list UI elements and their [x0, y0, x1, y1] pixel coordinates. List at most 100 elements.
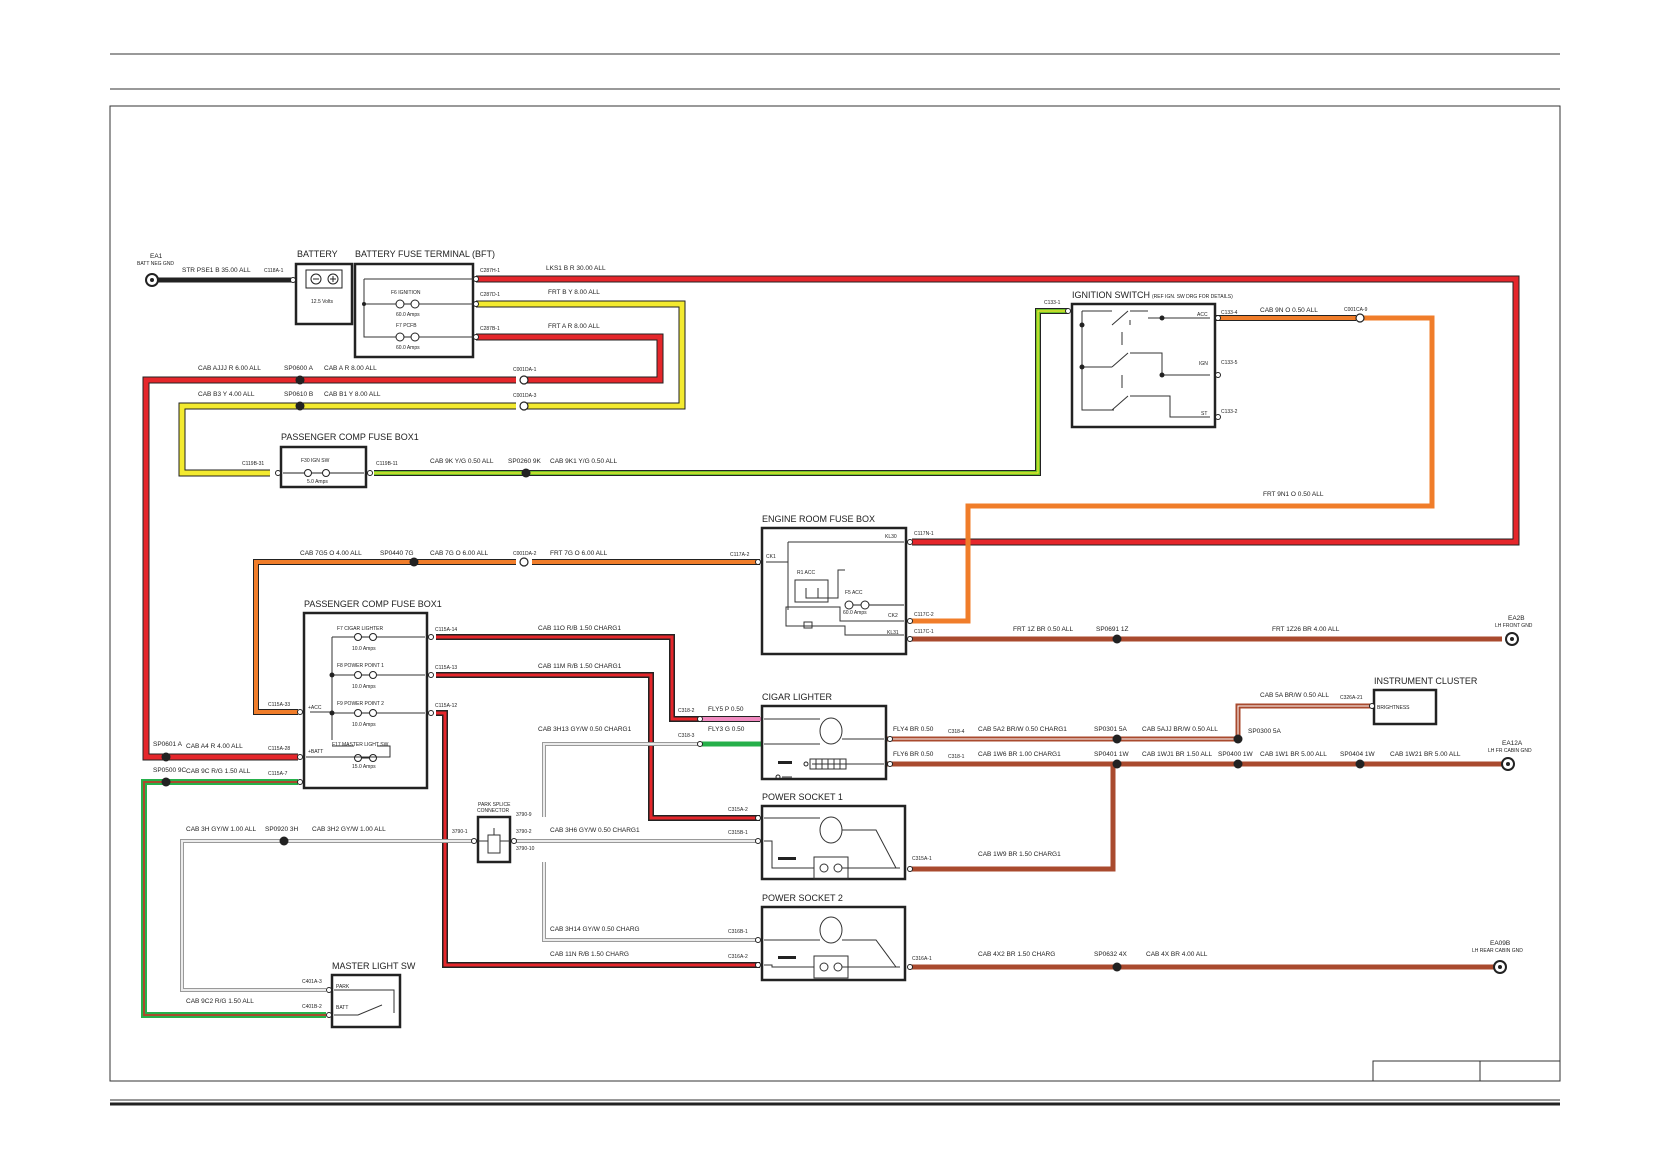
wire-label-w27: CAB 11N R/B 1.50 CHARG: [550, 951, 629, 958]
splice-labels: SP0600 A SP0610 B SP0260 9K SP0440 7G SP…: [153, 365, 1376, 958]
wire-label-w5a: CAB AJJJ R 6.00 ALL: [198, 365, 261, 372]
power-socket-2-icon: [764, 916, 900, 979]
fuse-f7-cigar-label: F7 CIGAR LIGHTER: [337, 626, 384, 632]
wire-label-w13: CAB 11M R/B 1.50 CHARG1: [538, 663, 622, 670]
erfb-kl31: KL31: [887, 630, 899, 636]
wire-label-w16: FLY3 G 0.50: [708, 726, 745, 733]
connector-label-c316b1: C316B-1: [728, 929, 748, 935]
wire-label-w6b: CAB B1 Y 8.00 ALL: [324, 391, 381, 398]
master-switch-batt: BATT: [336, 1005, 348, 1011]
splice-label-sp0400: SP0400 1W: [1218, 751, 1254, 758]
pcfb-main-title: PASSENGER COMP FUSE BOX1: [304, 599, 442, 609]
diagram-frame: [109, 105, 1561, 1082]
wire-1w9-brown: [908, 764, 1116, 872]
fuse-f30-label: F30 IGN SW: [301, 458, 330, 464]
connector-label-c115a13: C115A-13: [435, 665, 457, 671]
wire-9c-rg: [141, 779, 326, 1018]
connector-label-c001da3: C001DA-3: [513, 393, 537, 399]
battery-title: BATTERY: [297, 249, 338, 259]
connector-label-c318-2: C318-2: [678, 708, 695, 714]
connector-label-c315a2: C315A-2: [728, 807, 748, 813]
ground-ea1-id: EA1: [150, 253, 163, 260]
wire-label-w4: FRT A R 8.00 ALL: [548, 323, 600, 330]
connector-label-c287b1: C287B-1: [480, 326, 500, 332]
wire-label-w10b: CAB 7G O 6.00 ALL: [430, 550, 489, 557]
connector-label-c326a21: C326A-21: [1340, 695, 1363, 701]
wire-label-w20a: CAB 1W6 BR 1.00 CHARG1: [978, 751, 1061, 758]
wire-label-w17: FLY4 BR 0.50: [893, 726, 934, 733]
fuse-f9-label: F9 POWER POINT 2: [337, 701, 384, 707]
master-switch-contact: [334, 989, 395, 1016]
ignition-switch-box: [1070, 302, 1217, 429]
connector-label-c119b31: C119B-31: [242, 461, 264, 467]
connector-label-c401b2: C401B-2: [302, 1004, 322, 1010]
engine-room-fuse-box: [760, 526, 908, 656]
connector-label-c117n1: C117N-1: [914, 531, 934, 537]
pcfb-top-box: [279, 445, 368, 489]
fuse-f7-icon: [395, 332, 420, 342]
wire-label-w10c: FRT 7G O 6.00 ALL: [550, 550, 608, 557]
wire-label-w23a: CAB 3H GY/W 1.00 ALL: [186, 826, 256, 833]
connector-label-3790-2: 3790-2: [516, 829, 532, 835]
inline-connector-c001da1: [519, 375, 529, 385]
wire-3h-gray: [180, 839, 472, 992]
wire-label-w19a: CAB 5A2 BR/W 0.50 CHARG1: [978, 726, 1067, 733]
pcfb-top-title: PASSENGER COMP FUSE BOX1: [281, 432, 419, 442]
ign-acc-label: ACC: [1197, 312, 1208, 318]
splice-points: [161, 375, 1365, 972]
wire-labels: STR PSE1 B 35.00 ALL LKS1 B R 30.00 ALL …: [182, 265, 1461, 1005]
erfb-kl30: KL30: [885, 534, 897, 540]
wire-label-w18: FLY6 BR 0.50: [893, 751, 934, 758]
connector-label-c316a2: C316A-2: [728, 954, 748, 960]
connector-label-c001da2: C001DA-2: [513, 551, 537, 557]
fuse-f17-amps: 15.0 Amps: [352, 764, 376, 770]
title-block: [1372, 1060, 1561, 1082]
ign-st-label: ST: [1201, 411, 1207, 417]
instrument-cluster-brightness: BRIGHTNESS: [1377, 705, 1410, 711]
connector-label-c133-4: C133-4: [1221, 310, 1238, 316]
connector-label-c117a2: C117A-2: [730, 552, 750, 558]
connector-label-c117c1: C117C-1: [914, 629, 934, 635]
battery-voltage: 12.5 Volts: [311, 299, 333, 305]
fuse-f5-label: F5 ACC: [845, 590, 863, 596]
pcfb-batt-label: +BATT: [308, 749, 323, 755]
fuse-f8-amps: 10.0 Amps: [352, 684, 376, 690]
connector-label-3790-10: 3790-10: [516, 846, 535, 852]
wire-label-w3: FRT B Y 8.00 ALL: [548, 289, 600, 296]
connector-label-c133-1: C133-1: [1044, 300, 1061, 306]
connector-labels: C118A-1 C287H-1 C287D-1 C287B-1 C001DA-1…: [242, 268, 1368, 1010]
master-switch-park: PARK: [336, 984, 350, 990]
connector-label-c401a3: C401A-3: [302, 979, 322, 985]
ignition-switch-title: IGNITION SWITCH: [1072, 290, 1150, 300]
ignition-switch-note: (REF IGN. SW DRG FOR DETAILS): [1152, 294, 1233, 300]
fuse-f9-amps: 10.0 Amps: [352, 722, 376, 728]
connector-label-c316a1: C316A-1: [912, 956, 932, 962]
connector-label-3790-9: 3790-9: [516, 812, 532, 818]
connector-label-c001da1: C001DA-1: [513, 367, 537, 373]
master-light-switch-box: [330, 973, 402, 1029]
wire-label-w28a: CAB 4X2 BR 1.50 CHARG: [978, 951, 1055, 958]
connector-label-c287d1: C287D-1: [480, 292, 500, 298]
erfb-ck1: CK1: [766, 554, 776, 560]
connector-label-c119b11: C119B-11: [376, 461, 398, 467]
relay-r1-label: R1 ACC: [797, 570, 815, 576]
inline-connector-c001da3: [519, 401, 529, 411]
wire-label-w23b: CAB 3H2 GY/W 1.00 ALL: [312, 826, 386, 833]
fuse-f30-amps: 5.0 Amps: [307, 479, 328, 485]
master-light-switch-title: MASTER LIGHT SW: [332, 961, 416, 971]
connector-label-c115a33: C115A-33: [268, 702, 290, 708]
wire-label-w20d: CAB 1W21 BR 5.00 ALL: [1390, 751, 1461, 758]
connector-label-c318-1: C318-1: [948, 754, 965, 760]
wire-label-w11b: FRT 1Z26 BR 4.00 ALL: [1272, 626, 1340, 633]
splice-label-sp0691: SP0691 1Z: [1096, 626, 1129, 633]
splice-label-sp0632: SP0632 4X: [1094, 951, 1128, 958]
wire-label-w8: CAB 9N O 0.50 ALL: [1260, 307, 1318, 314]
splice-label-sp0401: SP0401 1W: [1094, 751, 1130, 758]
erfb-internal: [766, 541, 904, 636]
splice-label-sp0601: SP0601 A: [153, 741, 183, 748]
wire-label-w19c: CAB 5A BR/W 0.50 ALL: [1260, 692, 1329, 699]
wire-frt-ar: [476, 333, 664, 384]
ground-ea09b-id: EA09B: [1490, 940, 1510, 947]
connector-label-c318-3: C318-3: [678, 733, 695, 739]
instrument-cluster-title: INSTRUMENT CLUSTER: [1374, 676, 1478, 686]
